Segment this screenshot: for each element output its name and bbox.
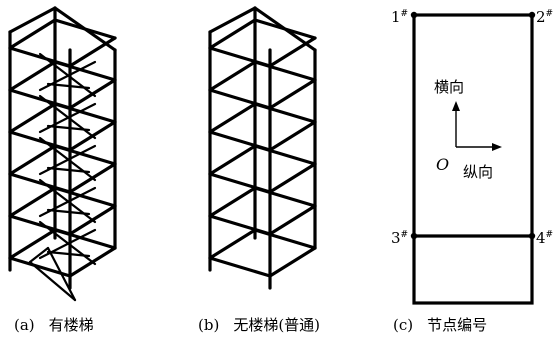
- plan-view: 1# 2# 3# 4# 横向 纵向 O: [391, 8, 553, 305]
- roof-width-back: [253, 6, 317, 52]
- stair-flight: [38, 178, 97, 224]
- caption-a-letter: (a): [14, 316, 35, 334]
- longitudinal-arrowhead: [492, 143, 502, 151]
- node-1-dot: [410, 11, 418, 19]
- roof-width-back: [53, 6, 117, 52]
- beam-width-front: [8, 88, 72, 110]
- beam-depth-left: [8, 186, 57, 218]
- node-2-label: 2#: [536, 8, 553, 26]
- stair-landing: [46, 124, 91, 132]
- caption-c-text: 节点编号: [427, 316, 488, 334]
- node-3-label: 3#: [391, 229, 408, 247]
- caption-c: (c) 节点编号: [393, 314, 487, 335]
- node-4-label: 4#: [536, 229, 553, 247]
- beam-depth-right: [268, 120, 317, 152]
- beam-depth-left: [208, 228, 257, 260]
- frame-without-stairs: [208, 6, 317, 290]
- beam-depth-left: [8, 18, 57, 50]
- beam-depth-left: [208, 144, 257, 176]
- beam-width-front: [8, 130, 72, 152]
- beam-depth-left: [208, 102, 257, 134]
- beam-depth-right: [268, 36, 317, 68]
- stair-flight: [38, 94, 97, 140]
- origin-label: O: [436, 155, 449, 174]
- caption-b-text: 无楼梯(普通): [233, 316, 321, 334]
- lateral-axis-label: 横向: [434, 78, 464, 96]
- stair-landing: [46, 250, 91, 258]
- stair-ground-flight: [28, 260, 77, 302]
- lateral-arrowhead: [452, 101, 460, 111]
- node-3-dot: [410, 232, 418, 240]
- stair-landing: [46, 166, 91, 174]
- beam-depth-left: [8, 102, 57, 134]
- beam-width-front: [208, 172, 272, 194]
- beam-depth-left: [8, 144, 57, 176]
- beam-depth-right: [268, 246, 317, 278]
- stair-ground-flight: [46, 246, 77, 302]
- beam-width-front: [208, 46, 272, 68]
- node-1-label: 1#: [391, 8, 408, 26]
- beam-width-front: [208, 130, 272, 152]
- stair-landing: [46, 82, 91, 90]
- node-4-dot: [528, 232, 536, 240]
- frame-with-stairs: [8, 6, 117, 290]
- stair-flight: [38, 52, 97, 98]
- beam-width-front: [208, 214, 272, 236]
- longitudinal-axis-label: 纵向: [463, 163, 493, 181]
- staircase-members: [28, 52, 97, 302]
- beam-depth-left: [208, 18, 257, 50]
- caption-a-text: 有楼梯: [48, 316, 94, 334]
- roof-depth-left: [8, 6, 57, 34]
- beam-width-front: [8, 172, 72, 194]
- stair-ground-flight: [28, 246, 50, 264]
- caption-b-letter: (b): [198, 316, 220, 334]
- beam-width-front: [208, 88, 272, 110]
- roof-depth-left: [208, 6, 257, 34]
- beam-depth-left: [8, 60, 57, 92]
- beam-depth-left: [208, 60, 257, 92]
- beam-width-front: [208, 256, 272, 278]
- plan-outline: [412, 13, 534, 305]
- caption-a: (a) 有楼梯: [14, 314, 94, 335]
- caption-c-letter: (c): [393, 316, 414, 334]
- caption-b: (b) 无楼梯(普通): [198, 314, 320, 335]
- stair-landing: [46, 208, 91, 216]
- beam-depth-right: [268, 78, 317, 110]
- stair-flight: [38, 220, 97, 266]
- beam-depth-right: [268, 204, 317, 236]
- beam-width-front: [8, 46, 72, 68]
- stair-flight: [38, 136, 97, 182]
- beam-depth-right: [68, 36, 117, 68]
- beam-depth-left: [208, 186, 257, 218]
- node-2-dot: [528, 11, 536, 19]
- beam-width-front: [8, 214, 72, 236]
- beam-depth-right: [268, 162, 317, 194]
- beam-depth-left: [8, 228, 57, 260]
